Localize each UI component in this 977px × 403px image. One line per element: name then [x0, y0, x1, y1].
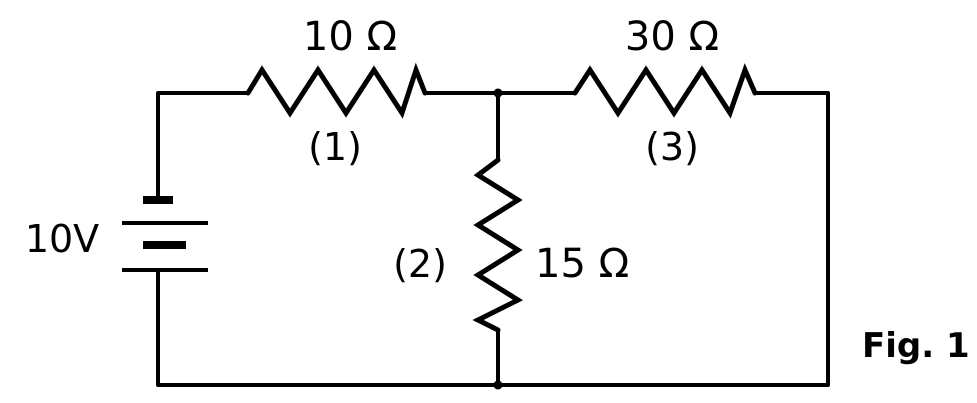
resistor-2-index: (2) — [393, 242, 447, 286]
resistor-2-value: 15 Ω — [535, 241, 629, 287]
wires — [156, 91, 830, 387]
resistor-1-zigzag — [245, 62, 428, 119]
junction-bottom — [493, 380, 503, 390]
resistor-1-index: (1) — [308, 125, 362, 169]
source-voltage-label: 10V — [25, 217, 99, 261]
wire-left-top — [156, 91, 250, 202]
resistor-3-zigzag — [572, 63, 758, 119]
resistor-3-value: 30 Ω — [625, 14, 719, 60]
figure-caption: Fig. 1 — [862, 326, 970, 366]
resistor-1-value: 10 Ω — [303, 14, 397, 60]
resistor-3-index: (3) — [645, 125, 699, 169]
battery — [122, 196, 208, 272]
junction-top — [493, 88, 503, 98]
resistor-2-zigzag — [472, 157, 524, 333]
wire-right-loop — [156, 91, 830, 387]
